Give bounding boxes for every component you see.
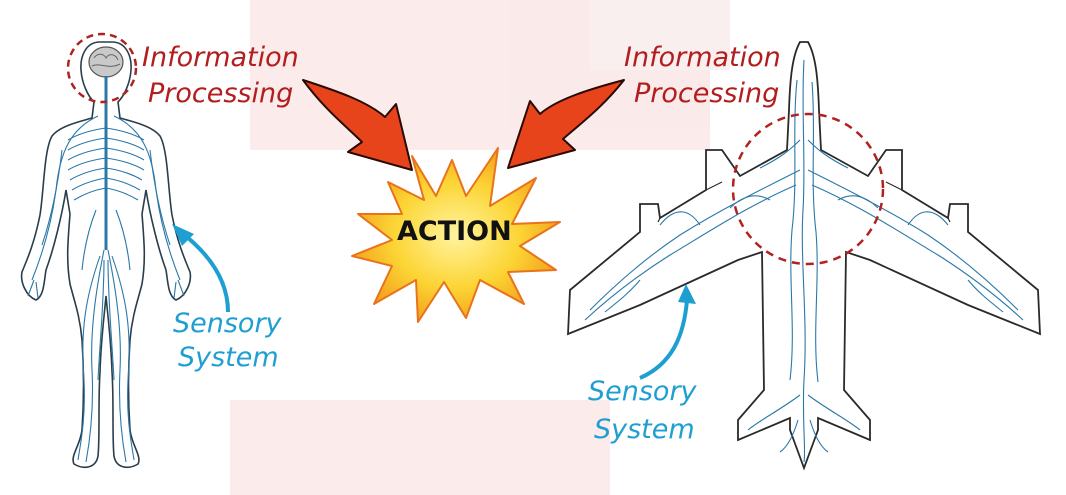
left-sensory-label-line1: Sensory (173, 308, 282, 339)
left-red-arrow-icon (302, 79, 413, 171)
background-watermark (230, 0, 730, 495)
left-sensory-label-line2: System (178, 342, 279, 373)
human-nervous-system-figure (20, 32, 192, 469)
right-info-label-line1: Information (624, 42, 781, 73)
action-burst-icon (351, 147, 561, 323)
right-processing-circle (731, 112, 885, 266)
right-info-label-line2: Processing (634, 78, 780, 109)
right-red-arrow-icon (507, 79, 625, 169)
right-sensory-arrow-icon (639, 299, 689, 380)
sensory-pointer-arrows (172, 224, 696, 380)
left-sensory-arrow-icon (180, 231, 230, 313)
brain-icon (88, 46, 124, 78)
right-sensory-label-line2: System (594, 414, 695, 445)
airplane-sensor-network (567, 41, 1041, 471)
human-body-outline (20, 41, 192, 469)
airplane-outline (567, 41, 1041, 471)
info-to-action-arrows (302, 79, 625, 171)
right-sensory-label-line1: Sensory (588, 376, 697, 407)
left-info-label-line2: Processing (148, 78, 294, 109)
action-label: ACTION (397, 216, 512, 247)
left-info-label-line1: Information (142, 42, 299, 73)
left-processing-circle (66, 32, 138, 104)
